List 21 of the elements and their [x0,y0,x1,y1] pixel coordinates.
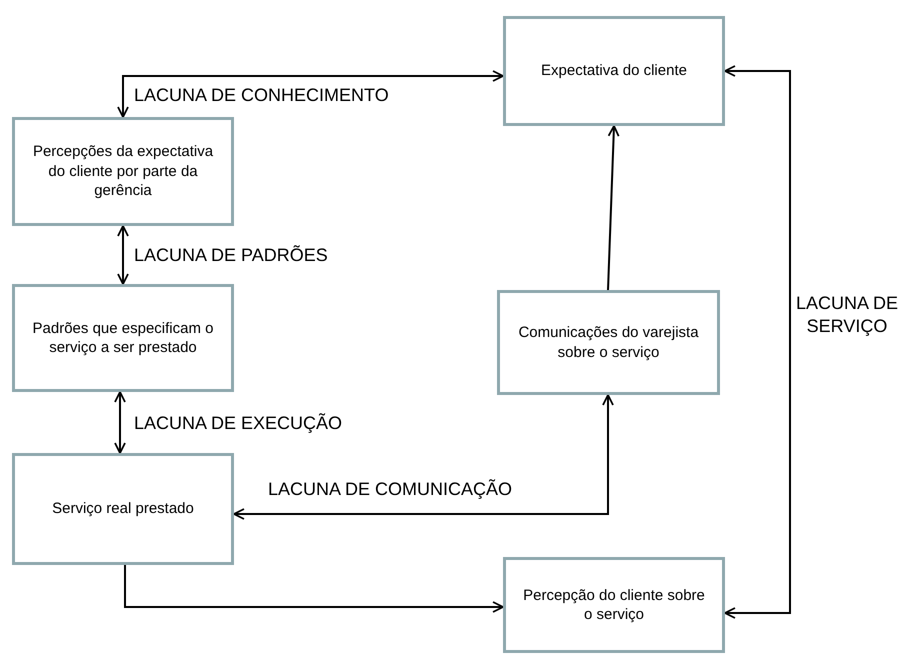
arrow [117,70,504,118]
box-text: Percepções da expectativa do cliente por parte da gerência [32,142,214,201]
box-text: Padrões que especificam o serviço a ser prestado [32,318,214,358]
box-text: Comunicações do varejista sobre o serviço [517,323,700,362]
arrow [724,65,791,619]
process-box [503,557,725,653]
box-text: Serviço real prestado [52,499,194,519]
arrow [124,565,504,613]
box-text: Expectativa do cliente [541,61,687,81]
arrow [233,394,614,520]
process-box [12,284,234,392]
arrow [117,225,129,285]
arrow [114,391,126,454]
process-box [497,290,720,395]
box-text: Percepção do cliente sobre o serviço [522,586,706,624]
edge-label: LACUNA DE COMUNICAÇÃO [268,478,512,500]
process-box [12,117,234,226]
process-box [503,16,725,126]
process-box [12,453,234,565]
edge-label: LACUNA DE EXECUÇÃO [134,412,342,434]
arrow [607,125,620,290]
